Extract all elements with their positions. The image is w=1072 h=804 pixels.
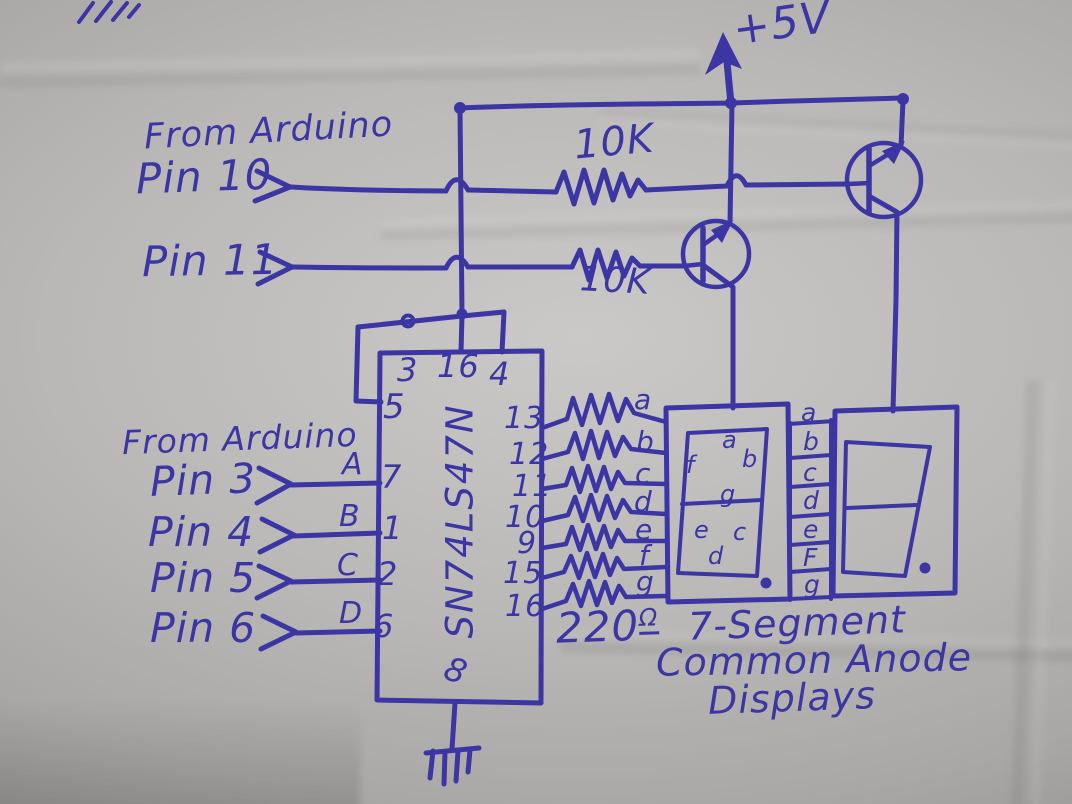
wires-bcd-inputs (254, 465, 383, 652)
ground-symbol (423, 700, 482, 787)
ic-pin4-label: 4 (489, 355, 511, 393)
row-seg-f-label: f (639, 539, 650, 572)
ic-pin3-label: 3 (397, 351, 419, 389)
ic-pin16-label: 16 (437, 347, 480, 385)
transistor-q1 (680, 101, 752, 411)
ic-pin14g-label: 16 (505, 589, 546, 624)
d1-seg-c-label: c (733, 518, 748, 546)
wire-pin10 (252, 167, 852, 207)
ic-pin15-label: 15 (503, 556, 544, 591)
d1-seg-d-label: d (708, 542, 725, 570)
bus-d-label: d (803, 486, 820, 515)
pin10-label: Pin 10 (135, 149, 274, 204)
d1-seg-e-label: e (694, 516, 710, 544)
bus-f-label: F (803, 543, 819, 572)
transistor-q2 (844, 97, 924, 414)
resistor-value: 220 (555, 600, 640, 653)
bus-a-label: a (801, 398, 818, 427)
row-seg-e-label: e (635, 513, 654, 546)
bus-g-label: g (804, 570, 821, 599)
signal-c-label: C (337, 548, 359, 583)
ic-pin6-label: 6 (373, 607, 395, 645)
row-seg-c-label: c (635, 457, 652, 490)
signal-d-label: D (339, 596, 364, 631)
d1-seg-f-label: f (686, 451, 696, 479)
caption-line3: Displays (707, 673, 877, 723)
pin6-label: Pin 6 (150, 604, 257, 652)
ic-pin9-label: 9 (517, 526, 538, 561)
signal-a-label: A (342, 447, 364, 482)
ohm-symbol: Ω (638, 603, 659, 635)
segment-resistor-rows (539, 391, 669, 612)
pin4-label: Pin 4 (148, 508, 255, 556)
bus-c-label: c (803, 458, 818, 487)
row-seg-g-label: g (636, 565, 655, 598)
row-seg-d-label: d (634, 485, 653, 518)
ic-pin5-label: 5 (383, 387, 406, 427)
display-2 (830, 404, 960, 599)
pin5-label: Pin 5 (150, 554, 257, 602)
ic-pin13-label: 13 (504, 401, 545, 436)
row-seg-a-label: a (634, 383, 653, 416)
pin11-label: Pin 11 (141, 234, 279, 287)
d1-seg-a-label: a (722, 426, 738, 454)
ic-pin7-label: 7 (381, 458, 403, 496)
ic-pin2-label: 2 (377, 555, 399, 593)
ic-pin12-label: 12 (509, 437, 550, 472)
ic-box (374, 348, 545, 706)
vcc-feed-to-ic (353, 105, 507, 405)
segment-resistor-value-label: 220Ω (555, 600, 659, 653)
bus-e-label: e (803, 515, 820, 544)
segment-bus-ladder (786, 418, 837, 602)
pullup-r1-label: 10K (572, 115, 656, 169)
d1-seg-g-label: g (720, 480, 737, 508)
d1-seg-b-label: b (742, 445, 759, 473)
wire-pin11 (255, 247, 687, 287)
plus5v-rail (454, 32, 909, 114)
row-seg-b-label: b (636, 425, 655, 458)
ic-name-label: SN74LS47N (438, 403, 482, 639)
bus-b-label: b (803, 427, 820, 456)
from-arduino-bottom-label: From Arduino (121, 414, 359, 463)
ic-pin10-label: 10 (505, 500, 546, 535)
ic-pin11-label: 11 (512, 469, 553, 504)
ic-pin1-label: 1 (382, 509, 404, 547)
pullup-r2-label: 10K (579, 259, 652, 303)
pin3-label: Pin 3 (149, 454, 258, 506)
signal-b-label: B (339, 499, 361, 534)
pen-marks (77, 0, 141, 24)
